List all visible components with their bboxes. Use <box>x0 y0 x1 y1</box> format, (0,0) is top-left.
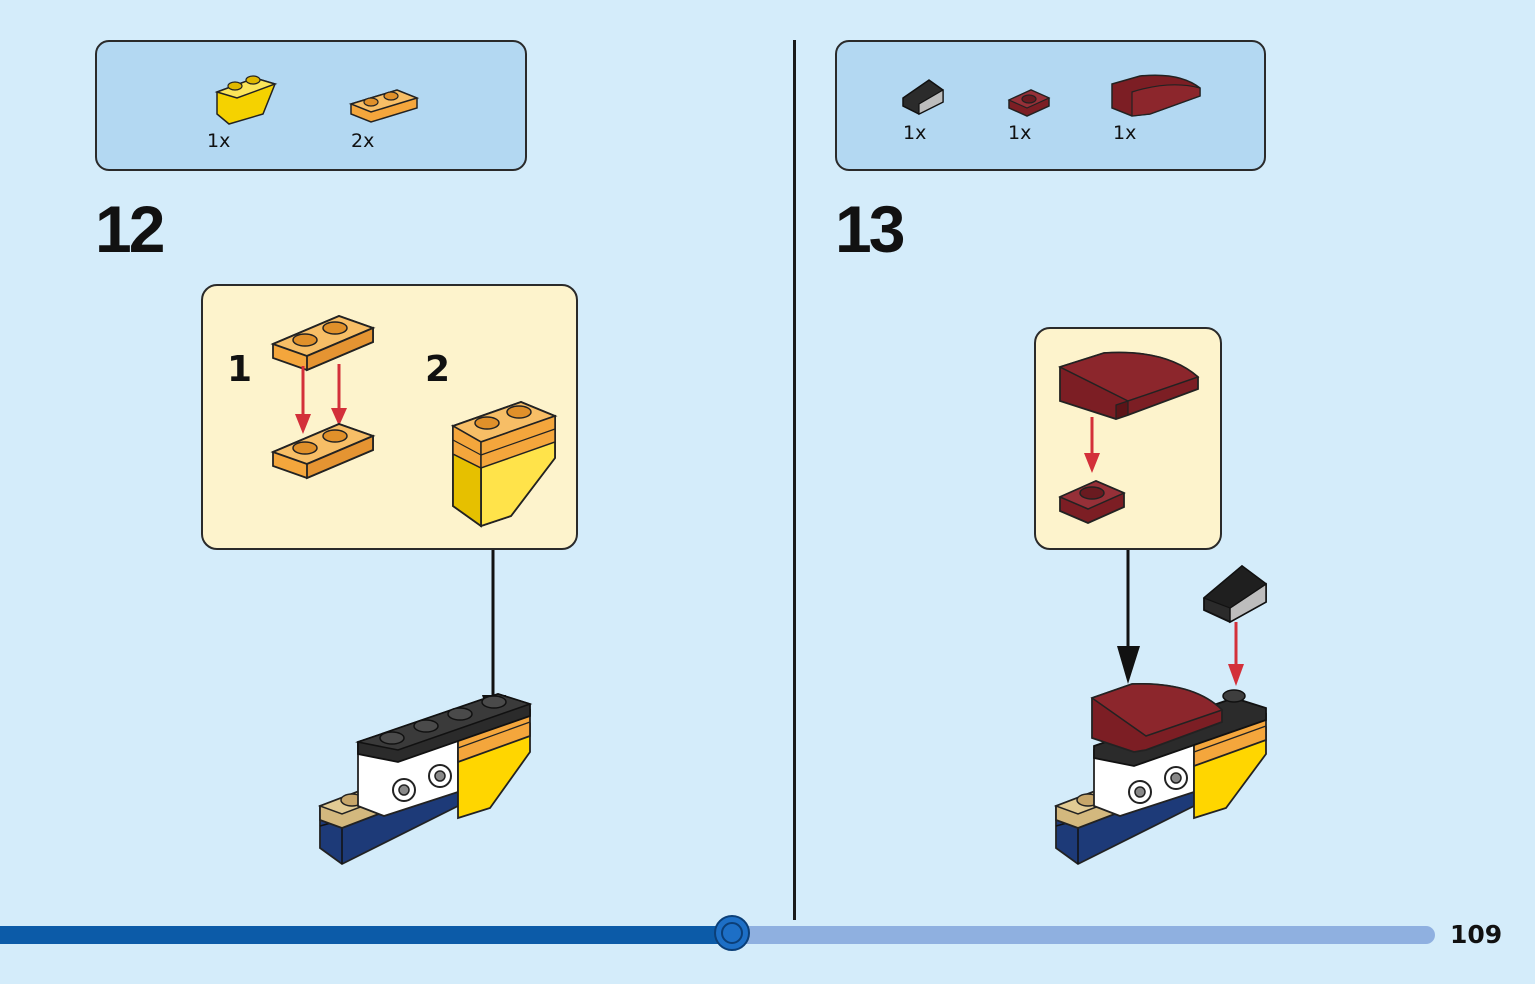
sub-assembly-callout <box>1034 327 1222 550</box>
sub-assembly-callout: 1 2 <box>201 284 578 550</box>
orange-plate-brick <box>270 315 376 372</box>
substep-number: 2 <box>425 349 451 390</box>
orange-plate-1x2-icon <box>348 89 420 123</box>
placement-arrow <box>1117 550 1140 684</box>
darkred-curved-slope-icon <box>1111 74 1201 117</box>
substep-number: 1 <box>227 349 253 390</box>
darkred-curved-slope-brick <box>1058 351 1200 420</box>
page-divider <box>793 40 796 920</box>
step-number: 12 <box>95 192 165 266</box>
darkred-plate-1x1-icon <box>1007 89 1051 117</box>
yellow-inverted-slope-brick <box>450 401 558 528</box>
parts-list-step-12: 1x 2x <box>95 40 527 171</box>
progress-fill <box>0 926 732 944</box>
darkred-plate-1x1-brick <box>1058 480 1126 524</box>
page-number: 109 <box>1450 920 1503 949</box>
black-slope-brick <box>1202 564 1268 624</box>
part-qty: 1x <box>903 122 927 144</box>
progress-knob[interactable] <box>714 915 750 951</box>
red-down-arrow <box>295 364 347 434</box>
part-qty: 1x <box>207 130 231 152</box>
step-number: 13 <box>835 192 905 266</box>
orange-plate-brick <box>270 423 376 480</box>
yellow-inverted-slope-icon <box>214 75 278 125</box>
parts-list-step-13: 1x 1x 1x <box>835 40 1266 171</box>
part-qty: 1x <box>1008 122 1032 144</box>
part-qty: 2x <box>351 130 375 152</box>
boat-model-step-12 <box>317 693 533 866</box>
boat-model-step-13 <box>1053 683 1267 866</box>
black-slope-icon <box>902 79 944 115</box>
red-down-arrow <box>1084 417 1100 473</box>
part-qty: 1x <box>1113 122 1137 144</box>
red-down-arrow <box>1228 622 1244 686</box>
